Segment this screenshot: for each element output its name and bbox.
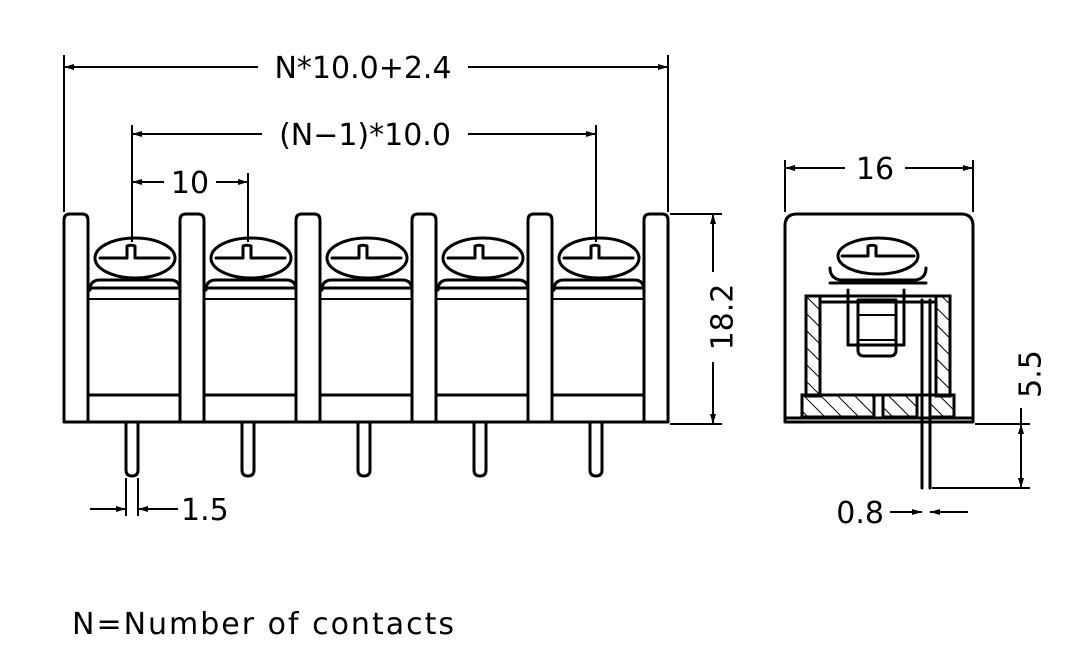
dim-height-label: 18.2 bbox=[706, 284, 741, 351]
side-view bbox=[783, 212, 975, 490]
dim-side-width-label: 16 bbox=[856, 152, 894, 187]
front-body-outline bbox=[85, 286, 647, 424]
pin-4 bbox=[472, 420, 488, 478]
pin-5 bbox=[588, 420, 604, 478]
barrier-6 bbox=[642, 212, 670, 424]
hatched-base-right bbox=[928, 393, 956, 419]
dim-pin-width-label: 1.5 bbox=[181, 493, 229, 528]
side-housing-outline bbox=[783, 212, 975, 424]
dim-pin-length-label: 5.5 bbox=[1014, 350, 1049, 398]
screw-3 bbox=[325, 236, 409, 280]
screw-1 bbox=[93, 236, 177, 280]
side-screw bbox=[828, 236, 928, 285]
dim-overall-length: N*10.0+2.4 bbox=[63, 51, 669, 212]
screw-4 bbox=[441, 236, 525, 280]
dim-pitch-span-label: (N−1)*10.0 bbox=[279, 118, 451, 153]
dim-height: 18.2 bbox=[670, 213, 741, 425]
dim-pitch-label: 10 bbox=[171, 166, 209, 201]
dim-side-width: 16 bbox=[784, 152, 974, 212]
dim-pitch: 10 bbox=[132, 166, 249, 242]
barrier-5 bbox=[526, 212, 554, 424]
screw-2 bbox=[209, 236, 293, 280]
dim-pin-thickness-label: 0.8 bbox=[836, 496, 884, 531]
pin-2 bbox=[240, 420, 256, 478]
dim-pin-width: 1.5 bbox=[90, 478, 229, 528]
barrier-2 bbox=[178, 212, 206, 424]
dim-overall-length-label: N*10.0+2.4 bbox=[274, 51, 451, 86]
hatched-base-mid bbox=[881, 393, 919, 419]
hatched-wall-left bbox=[804, 294, 822, 398]
barrier-3 bbox=[294, 212, 322, 424]
hatched-wall-right bbox=[934, 294, 952, 398]
pin-3 bbox=[356, 420, 372, 478]
dim-pin-length: 5.5 bbox=[932, 350, 1049, 489]
barrier-4 bbox=[410, 212, 438, 424]
dim-pitch-span: (N−1)*10.0 bbox=[131, 118, 597, 242]
hatched-base-left bbox=[800, 393, 876, 419]
side-pin bbox=[920, 298, 932, 490]
pin-1 bbox=[124, 420, 140, 478]
dim-pin-thickness: 0.8 bbox=[836, 496, 968, 531]
front-view bbox=[62, 212, 670, 478]
screw-5 bbox=[557, 236, 641, 280]
note-text: N=Number of contacts bbox=[72, 607, 456, 642]
barrier-1 bbox=[62, 212, 90, 424]
